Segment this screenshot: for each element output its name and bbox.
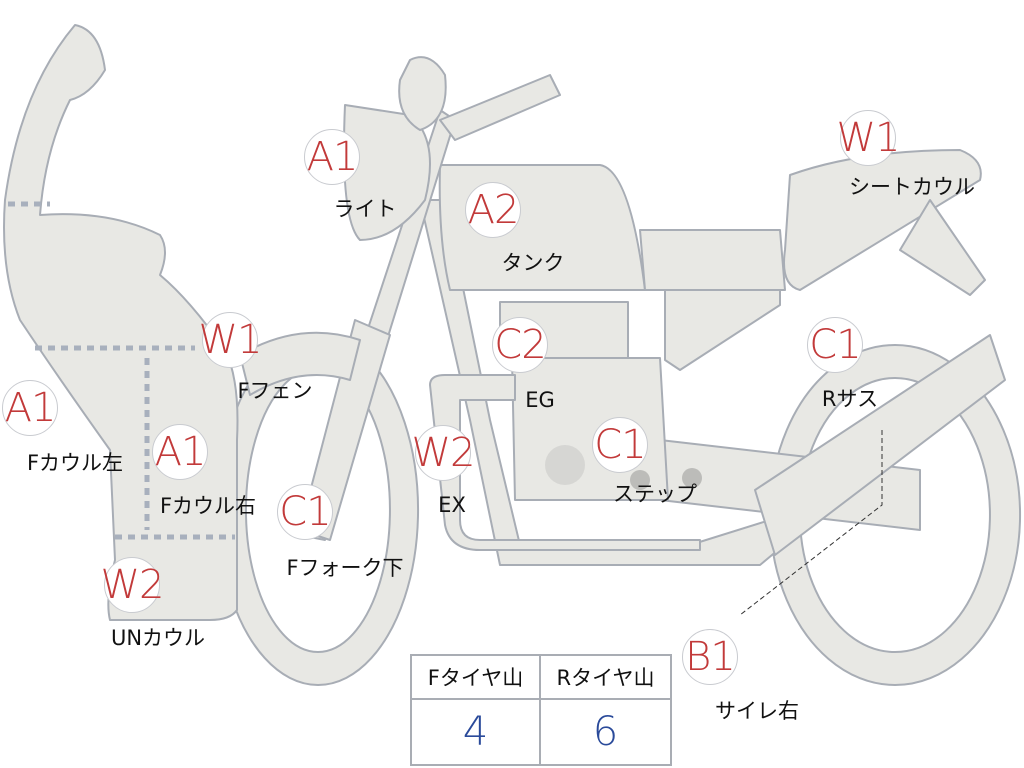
part-label-front-cowl-left: Fカウル左 — [26, 451, 124, 475]
front-tire-value: 4 — [412, 700, 541, 764]
grade-marker-under-cowl: W2 — [101, 557, 165, 613]
muffler-leader-line — [739, 430, 883, 616]
part-label-light: ライト — [333, 197, 397, 221]
part-label-front-fork-lower: Fフォーク下 — [286, 556, 404, 580]
tire-tread-table: Fタイヤ山 Rタイヤ山 4 6 — [410, 654, 672, 766]
grade-marker-rear-suspension: C1 — [807, 317, 863, 373]
grade-marker-step: C1 — [592, 417, 648, 473]
part-label-under-cowl: UNカウル — [110, 626, 206, 650]
muffler — [754, 334, 1006, 556]
part-label-step: ステップ — [613, 482, 697, 506]
grade-marker-muffler-right: B1 — [682, 629, 738, 685]
part-label-seat-cowl: シートカウル — [849, 175, 975, 199]
part-label-muffler-right: サイレ右 — [715, 699, 799, 723]
panel-dividers — [8, 201, 235, 540]
headlight — [343, 104, 431, 241]
rear-tire-header: Rタイヤ山 — [541, 656, 670, 700]
grade-marker-tank: A2 — [465, 182, 521, 238]
grade-marker-light: A1 — [304, 129, 360, 185]
part-label-front-fender: Fフェン — [237, 379, 313, 403]
grade-marker-front-fork-lower: C1 — [277, 484, 333, 540]
rear-wheel — [769, 344, 1022, 686]
part-label-engine: EG — [525, 388, 555, 412]
grade-marker-front-cowl-right: A1 — [152, 424, 208, 480]
grade-marker-front-fender: W1 — [199, 312, 263, 368]
grade-marker-engine: C2 — [492, 317, 548, 373]
part-label-rear-suspension: Rサス — [821, 387, 879, 411]
part-label-front-cowl-right: Fカウル右 — [159, 494, 257, 518]
grade-marker-exhaust: W2 — [412, 425, 476, 481]
part-label-tank: タンク — [501, 251, 565, 275]
seat — [639, 229, 786, 291]
rear-tire-value: 6 — [592, 709, 619, 755]
front-fender — [239, 331, 361, 396]
front-tire-header: Fタイヤ山 — [412, 656, 541, 700]
exhaust — [429, 374, 701, 551]
grade-marker-seat-cowl: W1 — [837, 110, 901, 166]
part-label-exhaust: EX — [438, 493, 466, 517]
grade-marker-front-cowl-left: A1 — [2, 380, 58, 436]
